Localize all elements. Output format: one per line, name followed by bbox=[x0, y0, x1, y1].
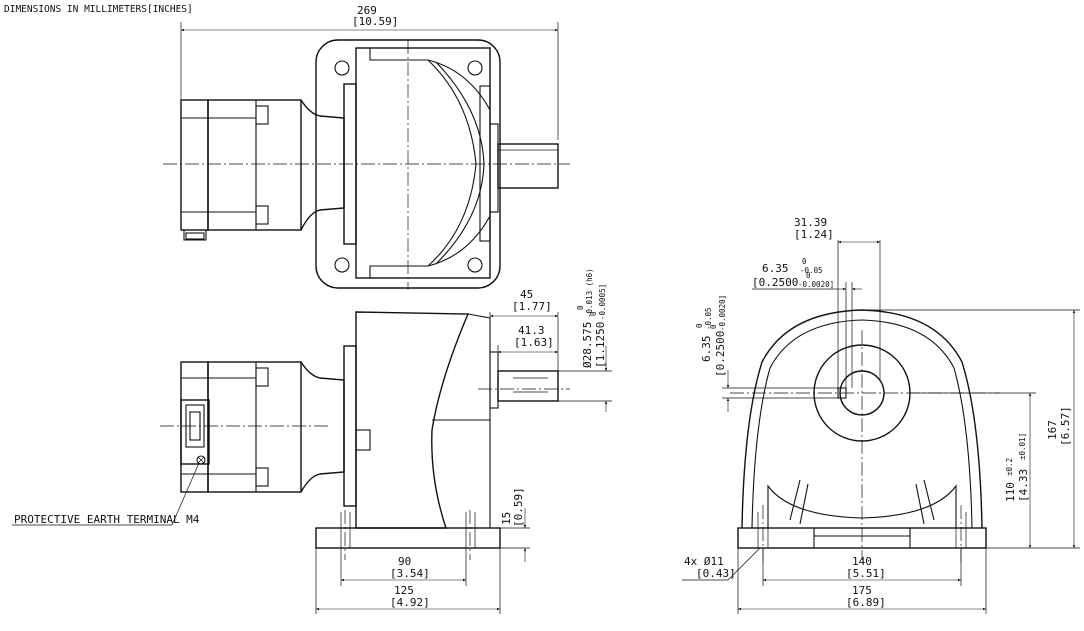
svg-text:±0.2: ±0.2 bbox=[1005, 458, 1014, 476]
earth-terminal-icon bbox=[196, 455, 206, 465]
dim-175-mm: 175 bbox=[852, 584, 872, 597]
dim-140-mm: 140 bbox=[852, 555, 872, 568]
dim-holes-mm: 4x Ø11 bbox=[684, 555, 724, 568]
dim-keyd-in: [0.2500 bbox=[714, 331, 727, 377]
svg-text:-0.0005]: -0.0005] bbox=[598, 284, 607, 320]
dim-90-in: [3.54] bbox=[390, 567, 430, 580]
dim-shaft-dia-mm: Ø28.575 bbox=[581, 322, 594, 368]
dim-15-in: [0.59] bbox=[512, 487, 525, 527]
dim-175-in: [6.89] bbox=[846, 596, 886, 609]
dim-31-in: [1.24] bbox=[794, 228, 834, 241]
dim-shaft-dia-in: [1.1250 bbox=[594, 322, 607, 368]
svg-text:-0.05: -0.05 bbox=[704, 307, 713, 330]
dim-167-mm: 167 bbox=[1046, 420, 1059, 440]
dim-45-in: [1.77] bbox=[512, 300, 552, 313]
dim-110-in: [4.33 bbox=[1017, 469, 1030, 502]
svg-text:0: 0 bbox=[695, 323, 704, 328]
dim-keyd-mm: 6.35 bbox=[700, 336, 713, 363]
svg-text:0: 0 bbox=[802, 257, 807, 266]
earth-terminal-label: PROTECTIVE EARTH TERMINAL M4 bbox=[14, 513, 200, 526]
svg-text:-0.013 (h6): -0.013 (h6) bbox=[585, 268, 594, 318]
dim-125-in: [4.92] bbox=[390, 596, 430, 609]
svg-text:0: 0 bbox=[806, 271, 811, 280]
dim-15-mm: 15 bbox=[500, 512, 513, 525]
svg-text:-0.05: -0.05 bbox=[800, 266, 823, 275]
svg-text:±0.01]: ±0.01] bbox=[1018, 433, 1027, 460]
svg-text:-0.0020]: -0.0020] bbox=[798, 280, 834, 289]
dim-269-mm: 269 bbox=[357, 4, 377, 17]
svg-text:0: 0 bbox=[709, 324, 718, 329]
top-view: 269 [10.59] bbox=[163, 4, 570, 290]
dim-269-in: [10.59] bbox=[352, 15, 398, 28]
svg-text:-0.0020]: -0.0020] bbox=[718, 295, 727, 331]
dim-140-in: [5.51] bbox=[846, 567, 886, 580]
svg-text:0: 0 bbox=[589, 311, 598, 316]
dim-125-mm: 125 bbox=[394, 584, 414, 597]
dim-110-mm: 110 bbox=[1004, 482, 1017, 502]
dim-41-mm: 41.3 bbox=[518, 324, 545, 337]
dim-31-mm: 31.39 bbox=[794, 216, 827, 229]
units-note: DIMENSIONS IN MILLIMETERS[INCHES] bbox=[4, 4, 193, 15]
dim-90-mm: 90 bbox=[398, 555, 411, 568]
dim-keyw-mm: 6.35 bbox=[762, 262, 789, 275]
dim-45-mm: 45 bbox=[520, 288, 533, 301]
front-view: 31.39 [1.24] 6.35 0 -0.05 [0.2500 0 -0.0… bbox=[682, 216, 1080, 614]
dim-keyw-in: [0.2500 bbox=[752, 276, 798, 289]
svg-text:0: 0 bbox=[576, 305, 585, 310]
dim-41-in: [1.63] bbox=[514, 336, 554, 349]
side-view: 45 [1.77] 41.3 [1.63] Ø28.575 0 -0.013 (… bbox=[12, 268, 612, 614]
dim-holes-in: [0.43] bbox=[696, 567, 736, 580]
dim-167-in: [6.57] bbox=[1059, 406, 1072, 446]
